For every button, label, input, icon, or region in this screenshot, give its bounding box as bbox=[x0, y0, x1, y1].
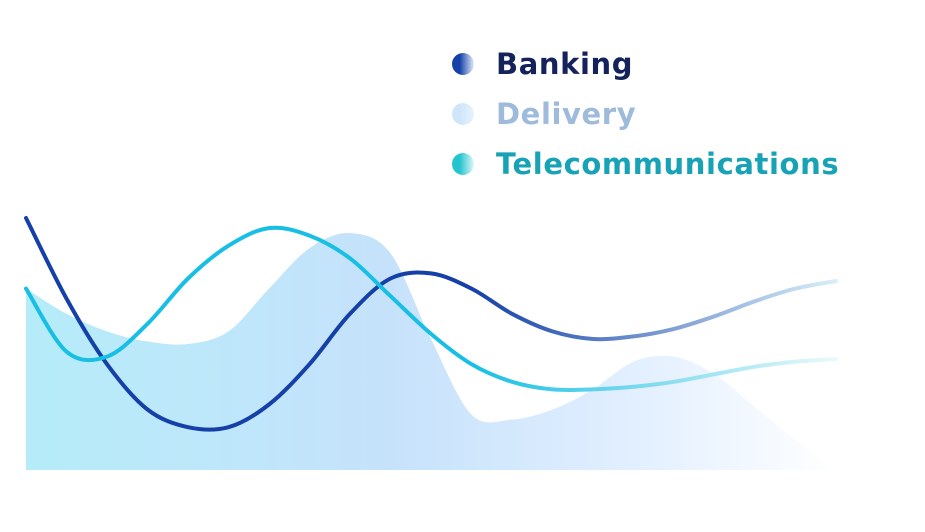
legend-swatch-icon bbox=[452, 153, 474, 175]
legend-item-delivery: Delivery bbox=[452, 90, 839, 138]
legend-label: Delivery bbox=[496, 97, 637, 131]
line-telecommunications bbox=[24, 225, 838, 393]
legend-label: Telecommunications bbox=[496, 147, 840, 181]
area-delivery bbox=[26, 233, 836, 470]
legend-swatch-icon bbox=[452, 53, 474, 75]
legend: Banking Delivery Telecommunications bbox=[452, 40, 839, 190]
line-banking bbox=[24, 216, 838, 432]
area-layer bbox=[26, 233, 836, 470]
legend-swatch-icon bbox=[452, 103, 474, 125]
legend-item-banking: Banking bbox=[452, 40, 839, 88]
legend-item-telecommunications: Telecommunications bbox=[452, 140, 839, 188]
line-layer bbox=[24, 216, 838, 432]
legend-label: Banking bbox=[496, 47, 634, 81]
